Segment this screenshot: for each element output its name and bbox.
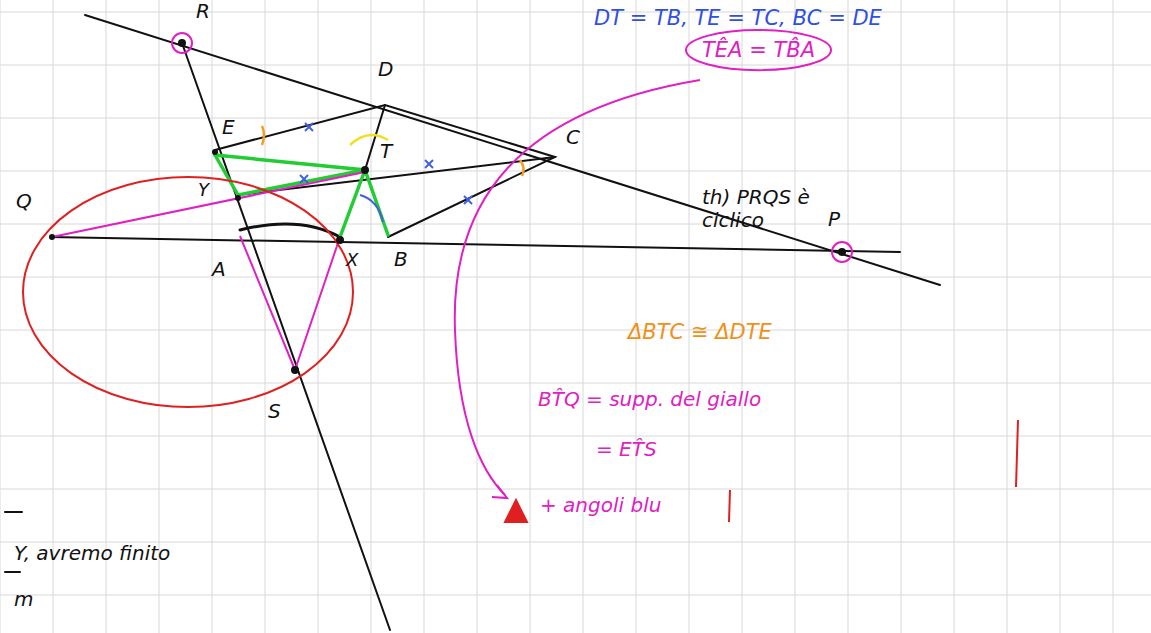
- grid-line: [318, 0, 319, 633]
- angle-note: BT̂Q = supp. del giallo: [538, 388, 761, 411]
- grid-line: [848, 0, 849, 633]
- grid-line: [0, 542, 1151, 543]
- point-label: Q: [16, 190, 32, 213]
- congruence-note: ΔBTC ≅ ΔDTE: [628, 320, 772, 344]
- grid-line: [742, 0, 743, 633]
- point-label: X: [346, 250, 358, 271]
- grid-line: [371, 0, 372, 633]
- grid-line: [424, 0, 425, 633]
- highlight-oval: [686, 30, 831, 70]
- grid-line: [106, 0, 107, 633]
- thesis-note: th) PRQS è ciclico: [702, 186, 842, 232]
- handwritten-note: Y, avremo finito: [14, 542, 170, 565]
- grid-line: [0, 595, 1151, 596]
- grid-line: [0, 489, 1151, 490]
- grid-line: [901, 0, 902, 633]
- grid-line: [0, 12, 1151, 13]
- angle-note: = ET̂S: [596, 438, 657, 461]
- angle-note: + angoli blu: [540, 494, 661, 517]
- point-label: P: [828, 208, 840, 231]
- grid-line: [477, 0, 478, 633]
- point-label: Y: [198, 180, 209, 201]
- angle-note: TÊA = TB̂A: [702, 38, 815, 62]
- grid-line: [530, 0, 531, 633]
- grid-line: [159, 0, 160, 633]
- hypothesis-note: DT = TB, TE = TC, BC = DE: [594, 6, 882, 30]
- point-label: T: [380, 140, 392, 163]
- point-label: B: [394, 248, 408, 271]
- point-label: A: [212, 258, 226, 281]
- point-label: E: [222, 116, 235, 139]
- grid-line: [0, 330, 1151, 331]
- grid-line: [212, 0, 213, 633]
- grid-line: [1113, 0, 1114, 633]
- grid-line: [0, 224, 1151, 225]
- grid-line: [0, 65, 1151, 66]
- point-label: S: [268, 400, 281, 423]
- grid-line: [954, 0, 955, 633]
- grid-line: [583, 0, 584, 633]
- grid-line: [0, 0, 1, 633]
- grid-line: [795, 0, 796, 633]
- point-label: D: [378, 58, 393, 81]
- grid-line: [0, 383, 1151, 384]
- grid-line: [0, 436, 1151, 437]
- grid-line: [689, 0, 690, 633]
- grid-line: [1007, 0, 1008, 633]
- handwritten-note: m: [14, 588, 33, 611]
- grid-line: [1060, 0, 1061, 633]
- grid-line: [53, 0, 54, 633]
- grid-line: [0, 277, 1151, 278]
- point-label: R: [196, 0, 210, 23]
- point-label: C: [566, 126, 580, 149]
- grid-line: [265, 0, 266, 633]
